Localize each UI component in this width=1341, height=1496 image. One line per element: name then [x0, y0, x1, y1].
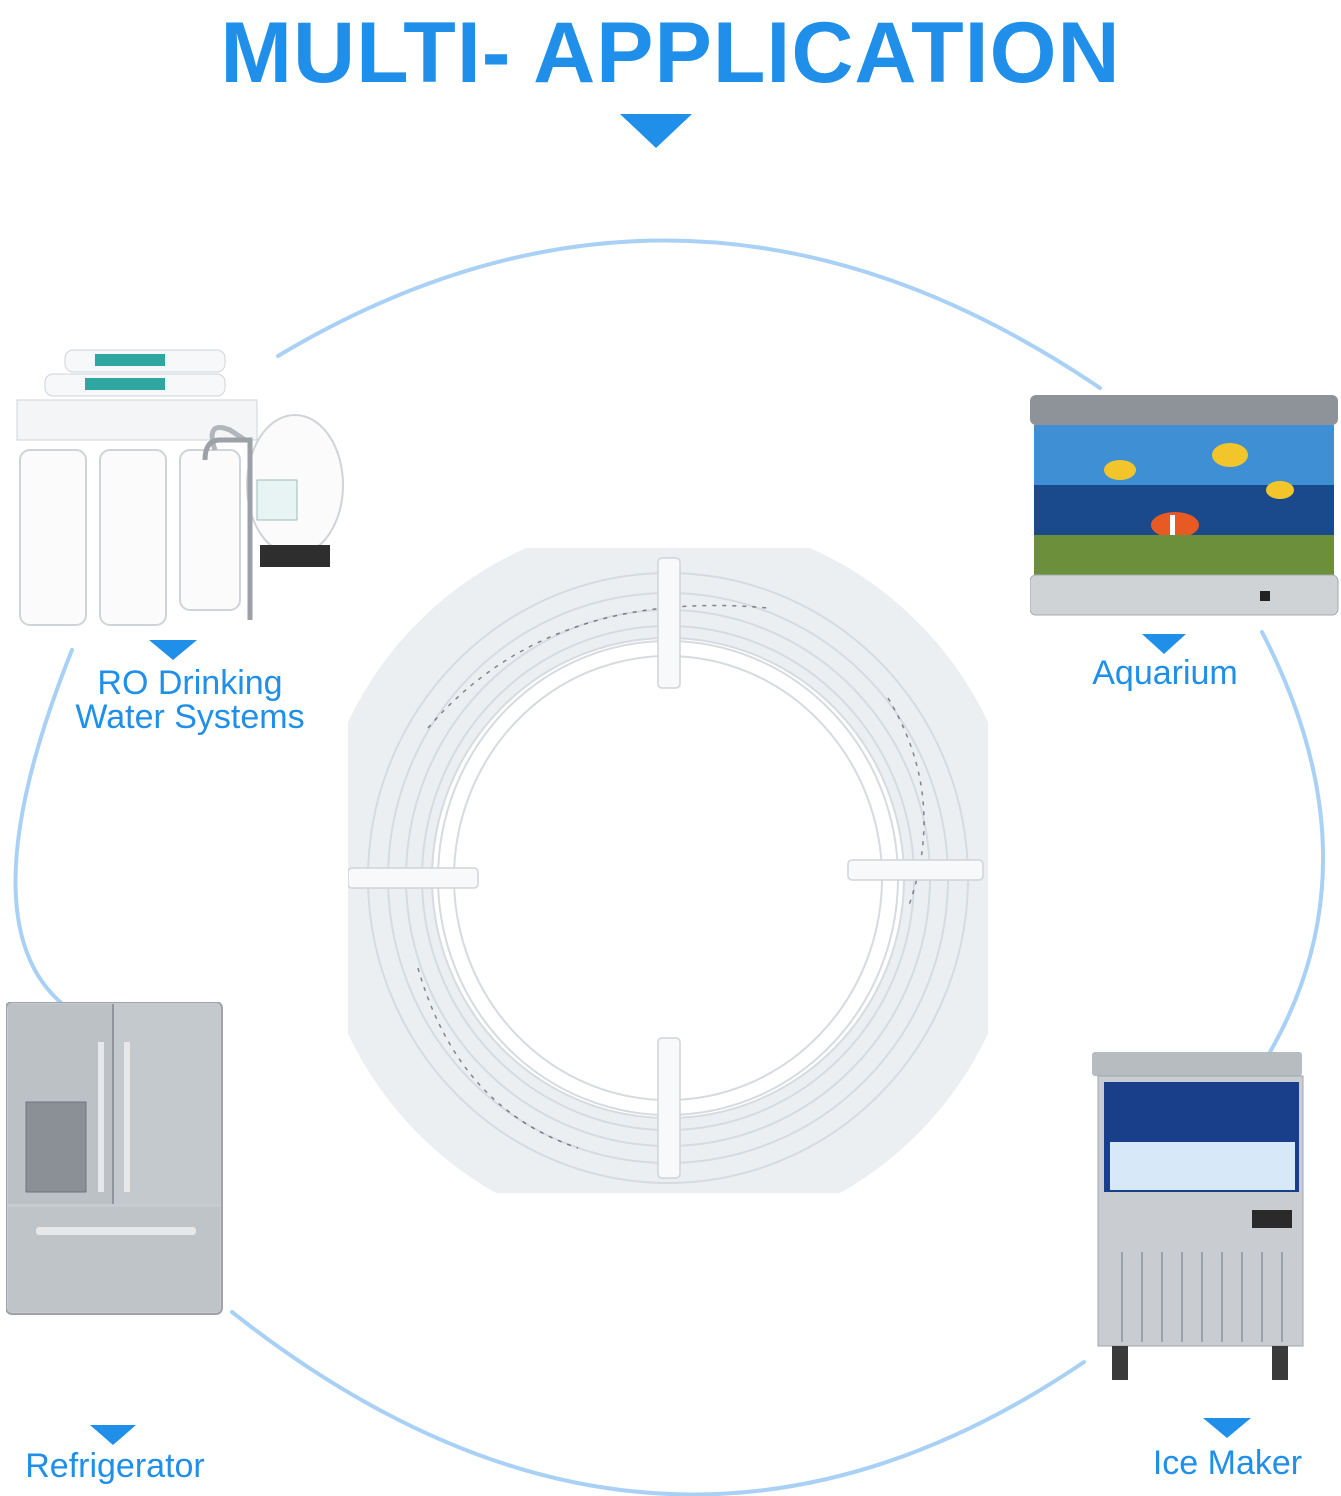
tubing-coil-icon — [348, 548, 988, 1193]
ro-label: RO Drinking Water Systems — [50, 666, 330, 734]
refrigerator-label: Refrigerator — [25, 1447, 205, 1485]
ro-label-line2: Water Systems — [75, 698, 305, 736]
down-arrow-icon — [620, 114, 692, 148]
aquarium-label: Aquarium — [1092, 654, 1238, 692]
ice-maker-icon — [1092, 1052, 1304, 1380]
ro-filter-system-icon — [16, 349, 344, 626]
ro-down-arrow-icon — [149, 640, 197, 660]
page-title: MULTI- APPLICATION — [220, 5, 1121, 101]
ro-label-line1: RO Drinking — [97, 664, 283, 702]
aquarium-down-arrow-icon — [1142, 634, 1186, 654]
ice-maker-label: Ice Maker — [1152, 1444, 1303, 1482]
ice-maker-down-arrow-icon — [1203, 1418, 1251, 1438]
aquarium-icon — [1030, 395, 1339, 616]
refrigerator-icon — [6, 1002, 223, 1315]
refrigerator-down-arrow-icon — [90, 1425, 136, 1445]
